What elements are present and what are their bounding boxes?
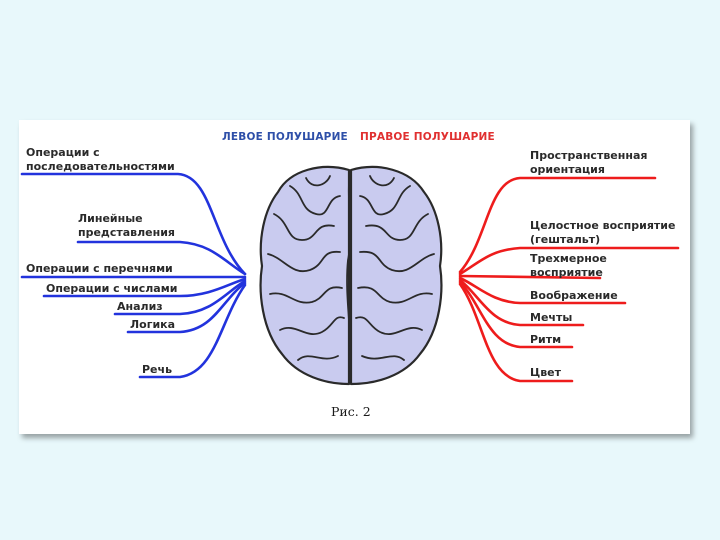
brain-icon xyxy=(259,165,443,386)
label-sequences-line2: последовательностями xyxy=(26,160,175,173)
brain-gyri xyxy=(267,171,435,383)
label-analysis: Анализ xyxy=(117,300,163,313)
label-color: Цвет xyxy=(530,366,562,379)
label-3d: Трехмерное восприятие xyxy=(530,252,607,279)
right-branch-color xyxy=(458,282,574,383)
right-branch-dreams xyxy=(458,278,585,327)
left-branch-analysis xyxy=(113,279,247,316)
left-branch-speech xyxy=(138,283,247,379)
label-numbers: Операции с числами xyxy=(46,282,178,295)
right-branches xyxy=(458,176,680,383)
left-hemisphere-title: ЛЕВОЕ ПОЛУШАРИЕ xyxy=(222,131,348,143)
label-sequences: Операции с последовательностями xyxy=(26,146,175,174)
label-gestalt: Целостное восприятие (гештальт) xyxy=(530,219,676,246)
label-sequences-line1: Операции с xyxy=(26,146,100,159)
left-branch-linear xyxy=(76,240,247,276)
brain-right-hemisphere xyxy=(349,165,443,386)
left-branches xyxy=(20,172,247,379)
label-dreams: Мечты xyxy=(530,311,573,324)
right-branch-gestalt xyxy=(458,246,680,276)
right-branch-3d xyxy=(458,274,602,280)
left-branch-numbers xyxy=(42,277,247,298)
brain-left-hemisphere xyxy=(259,165,351,386)
label-logic: Логика xyxy=(130,318,176,331)
right-branch-imagination xyxy=(458,276,627,305)
label-spatial: Пространственная ориентация xyxy=(530,149,648,176)
figure-caption: Рис. 2 xyxy=(331,404,371,419)
label-linear: Линейные представления xyxy=(78,212,175,239)
label-imagination: Воображение xyxy=(530,289,618,302)
left-branch-logic xyxy=(126,281,247,334)
right-branch-spatial xyxy=(458,176,657,274)
label-lists: Операции с перечнями xyxy=(26,262,173,275)
left-branch-sequences xyxy=(20,172,247,276)
label-rhythm: Ритм xyxy=(530,333,562,346)
right-hemisphere-title: ПРАВОЕ ПОЛУШАРИЕ xyxy=(360,131,495,143)
label-speech: Речь xyxy=(142,363,173,376)
right-branch-rhythm xyxy=(458,280,574,349)
